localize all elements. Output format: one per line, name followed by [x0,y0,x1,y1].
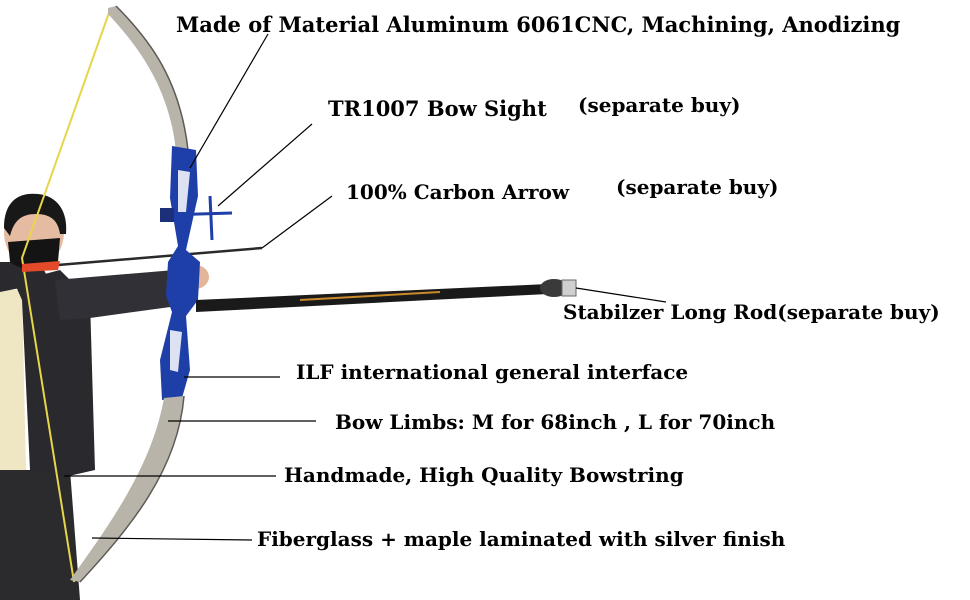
leader-line-arrow [261,195,333,249]
leader-line-material [189,33,269,169]
callout-material: Made of Material Aluminum 6061CNC, Machi… [176,12,901,37]
bowstring [20,9,111,583]
archer-hair [4,193,67,236]
archer-arm [55,270,188,320]
bow-riser-cutout-lower [170,330,182,372]
archer-figure [0,193,209,600]
callout-bow-sight-note: (separate buy) [578,93,741,117]
bow-riser-cutout [178,170,190,212]
archer-face-mask [8,238,60,270]
upper-limb-edge [115,5,189,151]
lower-limb-edge [79,395,185,583]
callout-carbon-arrow: 100% Carbon Arrow [346,180,570,204]
upper-limb [108,6,188,152]
leader-line-sight [217,123,313,207]
leader-line-stabilizer [575,287,667,303]
leader-line-fiberglass [91,537,253,541]
leader-lines [64,33,667,541]
carbon-arrow [21,246,263,272]
archer-trousers [0,470,80,600]
callout-stabilizer: Stabilzer Long Rod(separate buy) [563,300,940,324]
callout-fiberglass: Fiberglass + maple laminated with silver… [257,527,786,551]
callout-bowstring: Handmade, High Quality Bowstring [284,463,684,487]
callout-carbon-arrow-note: (separate buy) [616,175,779,199]
archer-jacket [14,270,95,478]
callout-bow-sight: TR1007 Bow Sight [328,96,547,121]
archer-shirt [0,290,26,470]
callout-bow-limbs: Bow Limbs: M for 68inch , L for 70inch [335,410,776,434]
stabilizer-rod [196,279,577,312]
bow-sight [160,195,233,241]
callout-ilf-interface: ILF international general interface [296,360,689,384]
lower-limb [70,396,184,582]
